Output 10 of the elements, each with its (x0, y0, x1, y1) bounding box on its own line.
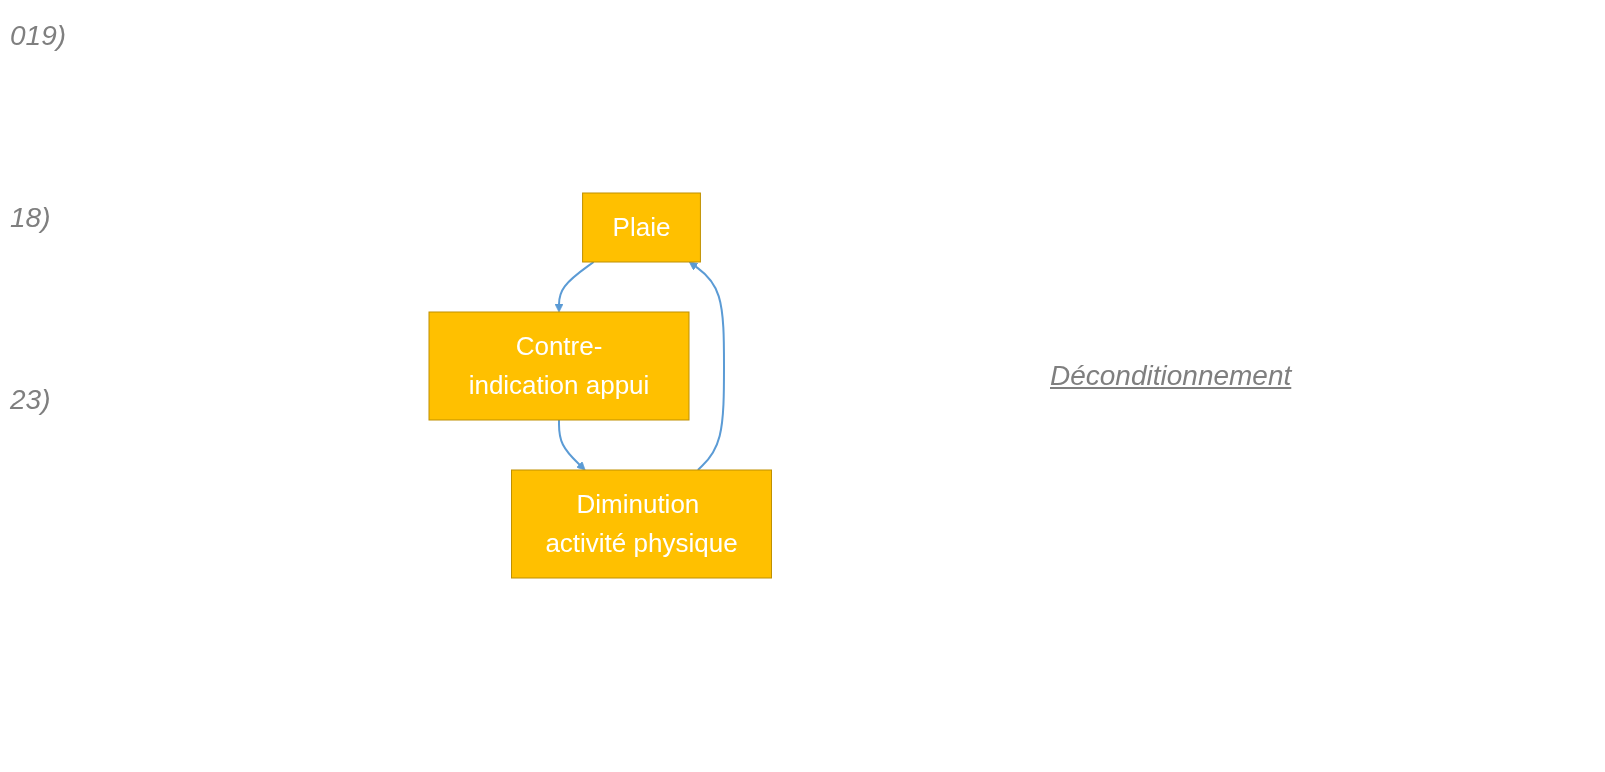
cut-off-citation-text: 23) (10, 384, 52, 416)
cut-off-citation-text: 019) (10, 20, 68, 52)
center-label: Déconditionnement (1050, 360, 1292, 392)
cut-off-citation-text: 18) (10, 202, 52, 234)
arrow (554, 260, 595, 312)
node-box: Contre-indication appui (428, 311, 690, 420)
arrow (557, 418, 586, 470)
node-box: Plaie (581, 192, 701, 262)
node-box: Diminution activité physique (510, 469, 772, 578)
arrow (688, 261, 725, 471)
